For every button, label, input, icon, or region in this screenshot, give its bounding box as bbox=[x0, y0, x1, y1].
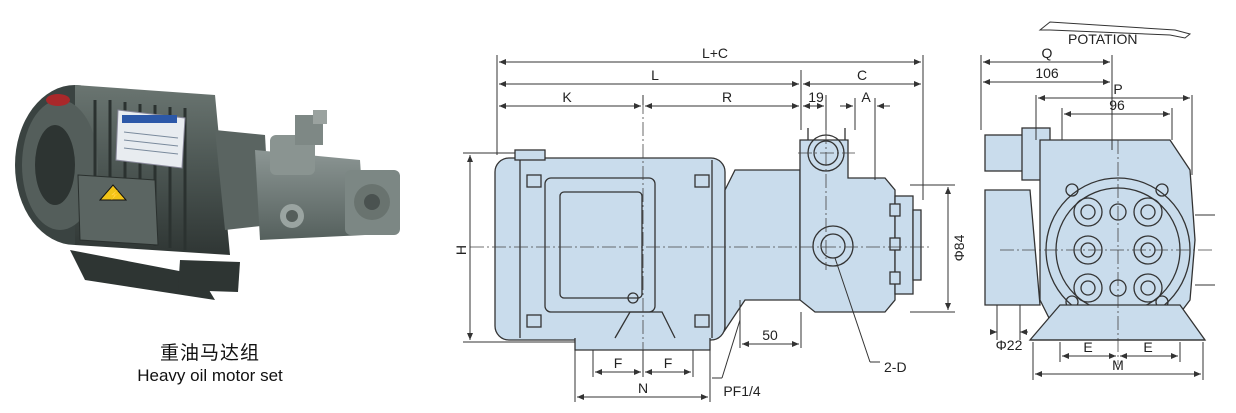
dim-n: N bbox=[638, 380, 648, 396]
caption-chinese: 重油马达组 bbox=[159, 342, 260, 364]
svg-text:⚡: ⚡ bbox=[109, 189, 120, 201]
dim-a: A bbox=[861, 89, 871, 105]
pump-body bbox=[799, 128, 922, 313]
dim-c: C bbox=[857, 67, 867, 83]
product-photo-panel: ⚡ 重油马达组 Heavy oil motor set bbox=[0, 0, 450, 413]
label-2d: 2-D bbox=[884, 359, 907, 375]
caption-english: Heavy oil motor set bbox=[137, 366, 283, 385]
dim-r: R bbox=[722, 89, 732, 105]
dim-lc: L+C bbox=[702, 45, 728, 61]
motor-body bbox=[494, 149, 726, 351]
rotation-arrow-icon bbox=[1038, 21, 1192, 39]
dim-19: 19 bbox=[808, 89, 824, 105]
dim-f-right: F bbox=[664, 355, 673, 371]
dim-h: H bbox=[453, 245, 469, 255]
dim-phi84: Φ84 bbox=[951, 234, 967, 261]
dim-q: Q bbox=[1042, 45, 1053, 61]
dim-50: 50 bbox=[762, 327, 778, 343]
dim-f-left: F bbox=[614, 355, 623, 371]
dim-k: K bbox=[562, 89, 572, 105]
label-pf: PF1/4 bbox=[723, 383, 761, 399]
dim-p: P bbox=[1113, 81, 1122, 97]
dim-phi22: Φ22 bbox=[996, 337, 1023, 353]
dim-e-left: E bbox=[1083, 339, 1092, 355]
side-view: L+C L C K R 19 A H Φ84 50 F F N PF1/4 2-… bbox=[453, 45, 967, 402]
dim-l: L bbox=[651, 67, 659, 83]
end-view: POTATION bbox=[980, 21, 1215, 380]
motor-pump-photo: ⚡ bbox=[15, 85, 400, 300]
dim-m: M bbox=[1112, 357, 1124, 373]
dim-96: 96 bbox=[1109, 97, 1125, 113]
rotation-label: POTATION bbox=[1068, 31, 1137, 47]
dim-106: 106 bbox=[1035, 65, 1059, 81]
dim-e-right: E bbox=[1143, 339, 1152, 355]
